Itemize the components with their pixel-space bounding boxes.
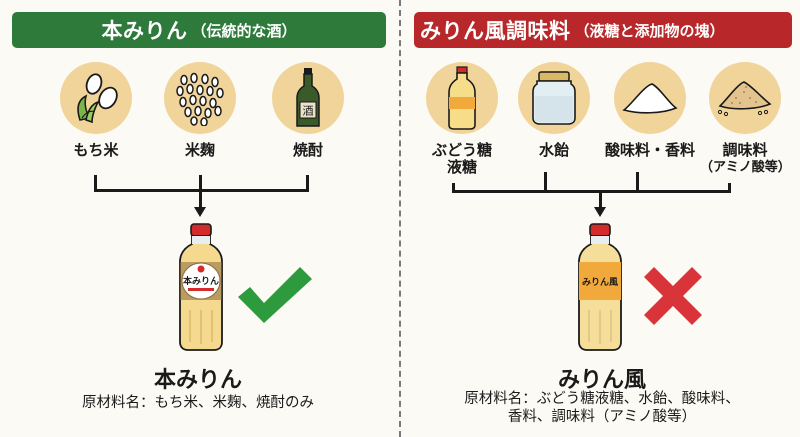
rice-koji-icon: [164, 62, 236, 134]
bottle-label-text: みりん風: [582, 277, 618, 288]
connector-line: [728, 183, 731, 193]
seasoning-powder-icon: [709, 62, 781, 134]
ingredient-label-line2: （アミノ酸等）: [700, 160, 791, 175]
connector-line: [452, 183, 455, 193]
ingredients-line2: 香料、調味料（アミノ酸等）: [507, 409, 697, 425]
hon-mirin-bottle-icon: 本みりん: [176, 222, 226, 356]
ingredient-starch-syrup: 水飴: [514, 62, 594, 159]
ingredient-label: 調味料 （アミノ酸等）: [700, 141, 791, 176]
ingredient-label: 酸味料・香料: [604, 141, 695, 159]
check-mark-icon: [234, 263, 314, 331]
banner-title: 本みりん: [101, 19, 188, 43]
ingredients-line1: 原材料名：ぶどう糖液糖、水飴、酸味料、: [464, 391, 740, 407]
ingredient-label: 水飴: [538, 141, 569, 159]
ingredient-label-line1: 調味料: [722, 141, 768, 159]
ingredient-label: 焼酎: [292, 141, 323, 159]
mirin-style-seasoning-panel: みりん風調味料 （液糖と添加物の塊） ぶどう糖 液糖 水飴: [404, 0, 800, 437]
connector-line: [599, 190, 602, 209]
ingredients-list-text: 原材料名：もち米、米麹、焼酎のみ: [82, 395, 314, 411]
banner-title: みりん風調味料: [420, 19, 571, 43]
connector-line: [199, 175, 202, 192]
cross-mark-icon: [640, 263, 706, 333]
ingredient-label: 米麹: [184, 141, 215, 159]
ingredient-label: もち米: [73, 141, 119, 159]
ingredients-list-text: 原材料名：ぶどう糖液糖、水飴、酸味料、 香料、調味料（アミノ酸等）: [404, 390, 800, 426]
bottle-label-text: 本みりん: [183, 275, 219, 287]
ingredient-seasoning-amino-acids: 調味料 （アミノ酸等）: [700, 62, 791, 176]
ingredient-acidulant-flavoring: 酸味料・香料: [600, 62, 700, 159]
product-name: 本みりん: [153, 368, 242, 393]
mirin-style-banner: みりん風調味料 （液糖と添加物の塊）: [414, 12, 792, 48]
ingredient-label-line1: ぶどう糖: [431, 141, 492, 159]
banner-subtitle: （液糖と添加物の塊）: [574, 21, 725, 40]
ingredient-shochu: 酒 焼酎: [268, 62, 348, 159]
hon-mirin-banner: 本みりん （伝統的な酒）: [12, 12, 386, 48]
panel-divider: [399, 0, 401, 437]
starch-syrup-jar-icon: [518, 62, 590, 134]
ingredient-rice-koji: 米麹: [160, 62, 240, 159]
acidulant-powder-icon: [614, 62, 686, 134]
connector-line: [636, 172, 639, 193]
connector-line: [199, 189, 202, 209]
connector-line: [452, 190, 731, 193]
connector-line: [306, 175, 309, 192]
ingredient-label: ぶどう糖 液糖: [422, 142, 502, 176]
connector-line: [544, 172, 547, 193]
connector-line: [94, 175, 97, 192]
ingredient-label-line2: 液糖: [446, 158, 477, 176]
glutinous-rice-icon: [60, 62, 132, 134]
product-name: みりん風: [557, 368, 646, 393]
shochu-bottle-label: 酒: [303, 105, 314, 118]
hon-mirin-panel: 本みりん （伝統的な酒） もち米: [0, 0, 396, 437]
glucose-syrup-bottle-icon: [426, 62, 498, 134]
ingredient-mochi-rice: もち米: [56, 62, 136, 159]
ingredient-glucose-syrup: ぶどう糖 液糖: [422, 62, 502, 176]
banner-subtitle: （伝統的な酒）: [191, 21, 297, 40]
down-arrow-icon: [194, 207, 206, 217]
down-arrow-icon: [594, 207, 606, 217]
mirin-style-bottle-icon: みりん風: [575, 222, 625, 356]
shochu-bottle-icon: 酒: [272, 62, 344, 134]
